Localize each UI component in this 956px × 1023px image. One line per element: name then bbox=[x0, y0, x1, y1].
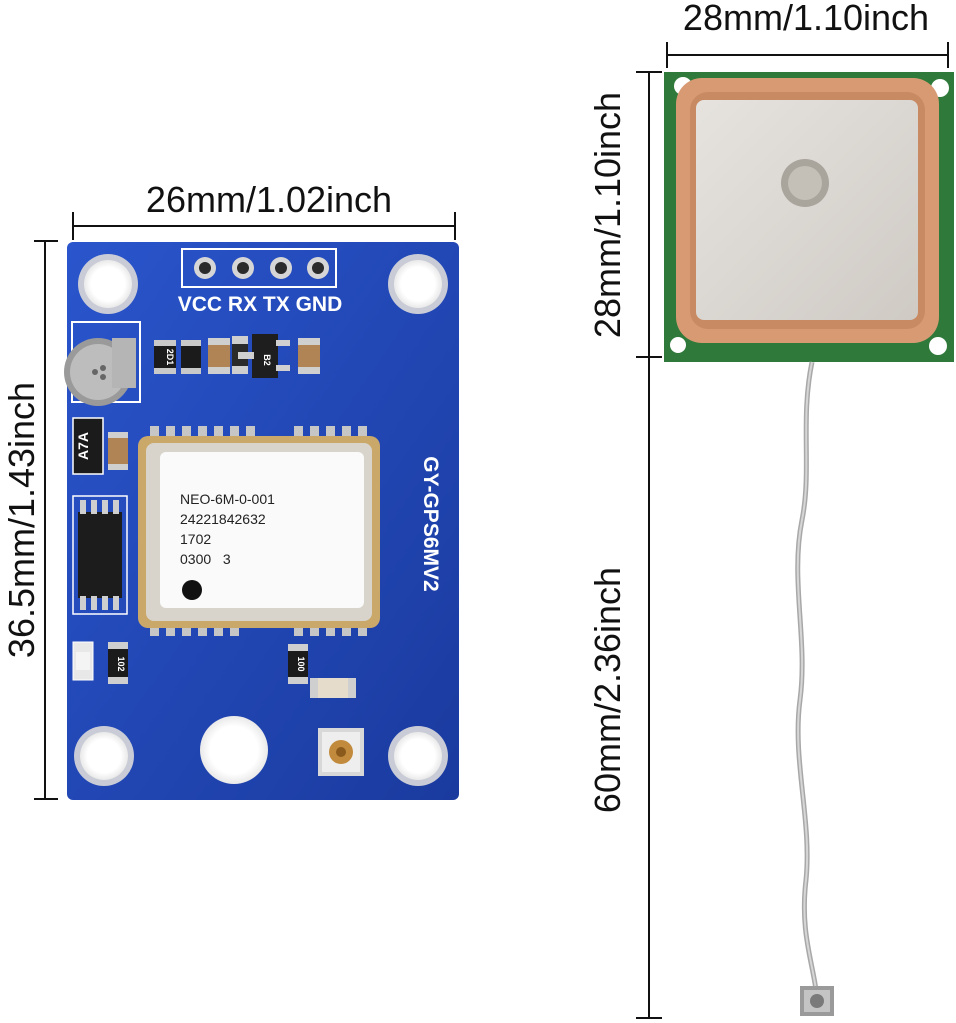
svg-text:B2: B2 bbox=[262, 354, 272, 366]
module-height-label: 36.5mm/1.43inch bbox=[1, 382, 42, 658]
smd-capacitor-4 bbox=[310, 678, 356, 698]
smd-capacitor-3 bbox=[108, 432, 128, 470]
backup-battery bbox=[64, 321, 141, 406]
chip-line-4: 0300 3 bbox=[180, 551, 231, 567]
cable-length-label: 60mm/2.36inch bbox=[587, 567, 628, 813]
pin-header-outline bbox=[181, 248, 337, 288]
voltage-regulator: B2 bbox=[238, 334, 290, 378]
antenna-height-label: 28mm/1.10inch bbox=[587, 92, 628, 338]
smd-resistor-3: 100 bbox=[288, 644, 308, 684]
smd-capacitor-2 bbox=[298, 338, 320, 374]
svg-text:102: 102 bbox=[116, 656, 126, 671]
smd-resistor-1: 2D1 bbox=[154, 340, 176, 374]
center-hole bbox=[200, 716, 268, 784]
antenna-cable bbox=[795, 361, 819, 991]
eeprom-chip bbox=[72, 495, 128, 615]
module-width-dimension: 26mm/1.02inch bbox=[72, 179, 456, 240]
smd-diode-a7a: A7A bbox=[72, 417, 104, 475]
chip-line-1: NEO-6M-0-001 bbox=[180, 491, 275, 507]
board-name: GY-GPS6MV2 bbox=[419, 456, 442, 591]
chip-pin1-dot bbox=[182, 580, 202, 600]
antenna-width-dimension: 28mm/1.10inch bbox=[666, 0, 949, 68]
ufl-cable-plug bbox=[800, 986, 834, 1016]
svg-text:100: 100 bbox=[296, 656, 306, 671]
led bbox=[72, 641, 94, 681]
chip-pads-top bbox=[150, 426, 367, 442]
cable-length-dimension: 60mm/2.36inch bbox=[587, 357, 662, 1019]
smd-resistor-2: 102 bbox=[108, 642, 128, 684]
chip-line-3: 1702 bbox=[180, 531, 211, 547]
chip-line-2: 24221842632 bbox=[180, 511, 266, 527]
svg-text:A7A: A7A bbox=[75, 432, 91, 460]
svg-text:2D1: 2D1 bbox=[165, 349, 175, 366]
smd-capacitor-1 bbox=[208, 338, 230, 374]
neo-6m-gps-chip: NEO-6M-0-001 24221842632 1702 0300 3 bbox=[138, 426, 380, 636]
gps-module-board: VCC RX TX GND 2D1 bbox=[64, 242, 459, 800]
patch-antenna bbox=[664, 72, 954, 362]
pin-labels: VCC RX TX GND bbox=[178, 293, 343, 316]
module-width-label: 26mm/1.02inch bbox=[146, 179, 392, 220]
antenna-height-dimension: 28mm/1.10inch bbox=[587, 71, 662, 358]
smd-resistor-top bbox=[181, 340, 201, 374]
antenna-width-label: 28mm/1.10inch bbox=[683, 0, 929, 38]
ufl-antenna-connector bbox=[318, 728, 364, 776]
pin-header bbox=[194, 257, 329, 279]
module-height-dimension: 36.5mm/1.43inch bbox=[1, 240, 58, 800]
